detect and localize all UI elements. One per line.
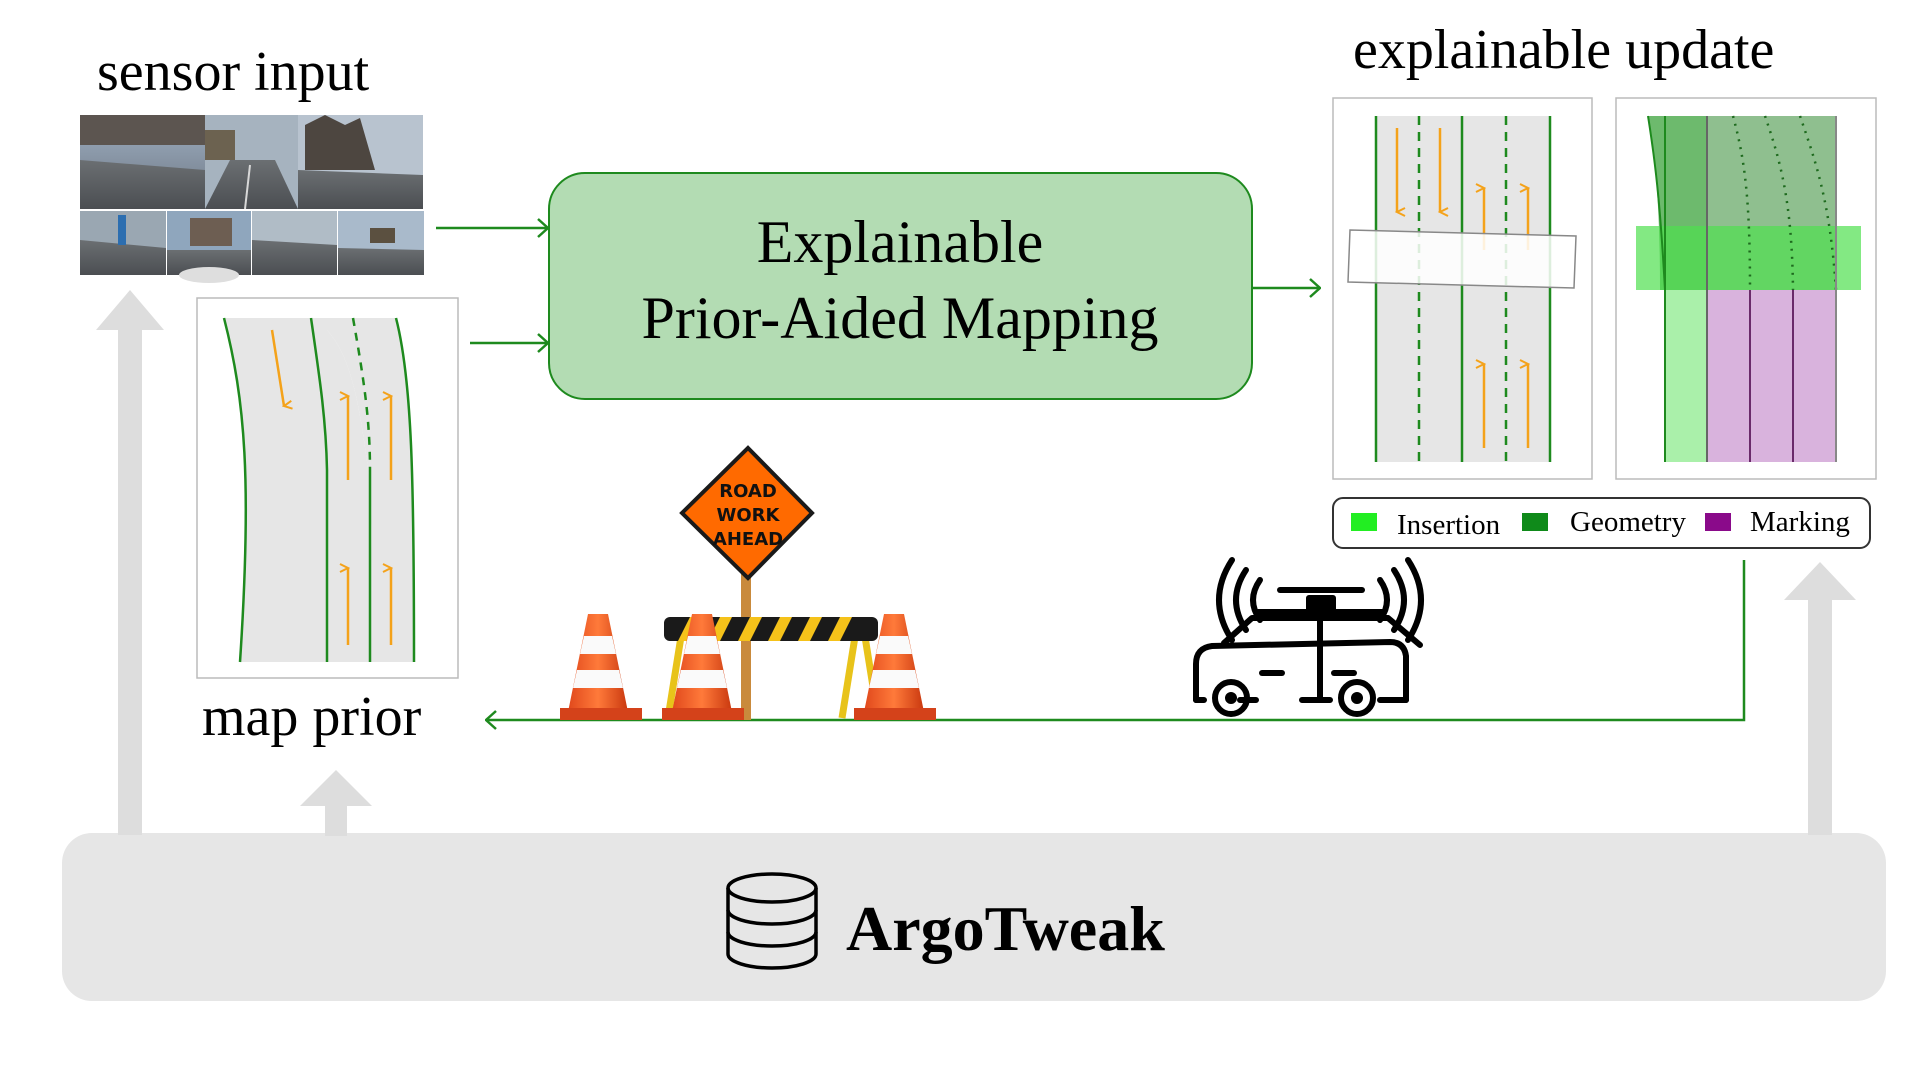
- autonomous-car-icon: [1193, 557, 1424, 717]
- legend-label-geometry: Geometry: [1570, 506, 1686, 538]
- gray-up-arrow-right: [1784, 562, 1856, 835]
- update-panel-markings-lanes: [1347, 116, 1577, 462]
- camera-image-icon: [298, 115, 423, 209]
- dataset-title: ArgoTweak: [846, 893, 1165, 964]
- sign-line1: ROAD: [719, 481, 777, 502]
- legend-swatch-insertion: [1351, 513, 1377, 531]
- legend-swatch-marking: [1705, 513, 1731, 531]
- legend-swatch-geometry: [1522, 513, 1548, 531]
- mapping-box-line1: Explainable: [757, 209, 1044, 275]
- traffic-cone-icon: [854, 614, 936, 720]
- traffic-cone-icon: [560, 614, 642, 720]
- gray-up-arrow-left: [96, 290, 164, 835]
- legend-label-marking: Marking: [1750, 506, 1850, 538]
- sensor-input-title: sensor input: [97, 41, 370, 103]
- explainable-update-title: explainable update: [1353, 19, 1774, 81]
- sensor-camera-mosaic: [80, 115, 424, 283]
- sign-line2: WORK: [717, 505, 781, 526]
- camera-image-icon: [80, 115, 205, 209]
- mapping-box-line2: Prior-Aided Mapping: [641, 285, 1158, 351]
- update-panel-changes-lanes: [1636, 115, 1861, 462]
- camera-image-icon: [205, 115, 298, 210]
- legend-label-insertion: Insertion: [1397, 509, 1501, 541]
- camera-image-icon: [338, 211, 424, 275]
- traffic-cone-icon: [662, 614, 744, 720]
- camera-image-icon: [80, 211, 166, 275]
- camera-image-icon: [167, 211, 251, 283]
- sign-line3: AHEAD: [713, 529, 783, 550]
- map-prior-title: map prior: [202, 686, 422, 748]
- dataset-bar: [62, 833, 1886, 1001]
- gray-up-arrow-map-prior: [300, 770, 372, 836]
- update-legend: Insertion Geometry Marking: [1332, 497, 1871, 549]
- camera-image-icon: [252, 211, 337, 275]
- database-icon: [726, 872, 818, 970]
- map-prior-lanes: [222, 317, 416, 663]
- mapping-box: [548, 172, 1253, 400]
